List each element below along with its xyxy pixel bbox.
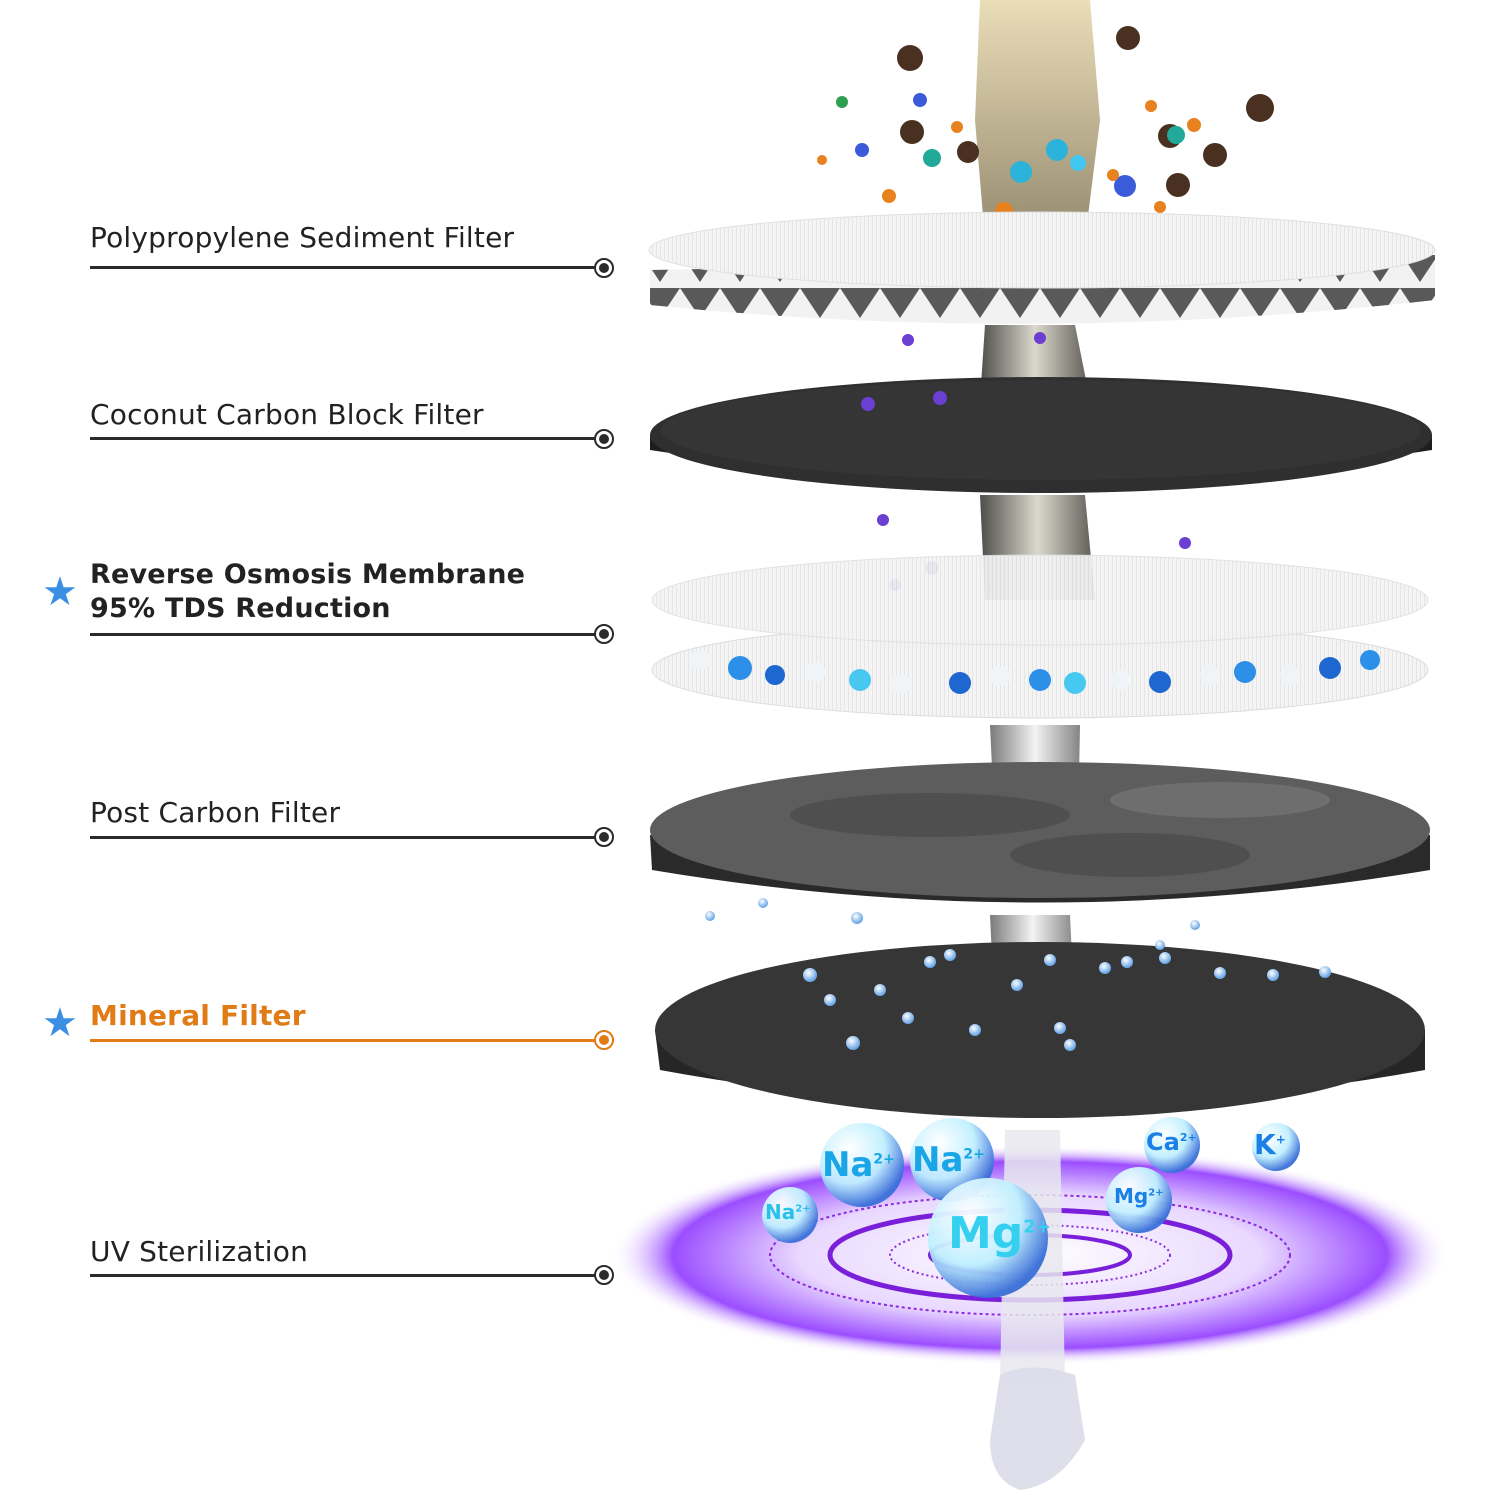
carbon-block-layer <box>650 377 1432 493</box>
mineral-ion-ca: Ca2+ <box>1146 1128 1197 1156</box>
sediment-filter-layer <box>648 211 1436 324</box>
connector-dot-icon <box>594 429 614 449</box>
connector-dot-icon <box>594 258 614 278</box>
stage-label: Polypropylene Sediment Filter <box>90 221 515 254</box>
mineral-bubbles <box>762 1117 1300 1298</box>
water-droplets <box>705 898 1331 1051</box>
stage-label: Mineral Filter <box>90 999 306 1032</box>
post-carbon-layer <box>650 762 1430 903</box>
mineral-ion-mg-large: Mg2+ <box>948 1208 1051 1259</box>
stage-sublabel: 95% TDS Reduction <box>90 593 391 624</box>
connector-dot-icon <box>594 1265 614 1285</box>
stage-label: Coconut Carbon Block Filter <box>90 398 484 431</box>
connector-dot-icon <box>594 624 614 644</box>
mineral-ion-na-1: Na2+ <box>822 1145 895 1185</box>
connector-line <box>90 266 602 269</box>
stage-label: Post Carbon Filter <box>90 796 341 829</box>
connector-line <box>90 1274 602 1277</box>
connector-dot-icon <box>594 827 614 847</box>
star-icon: ★ <box>42 1000 78 1046</box>
mineral-ion-k: K+ <box>1254 1128 1286 1161</box>
mineral-ion-mg-small: Mg2+ <box>1114 1184 1164 1208</box>
mineral-ion-na-2: Na2+ <box>912 1140 985 1180</box>
mineral-filter-layer <box>655 942 1425 1118</box>
connector-line <box>90 836 602 839</box>
stage-label: Reverse Osmosis Membrane <box>90 559 526 590</box>
connector-line <box>90 437 602 440</box>
stage-label: UV Sterilization <box>90 1235 309 1268</box>
ro-membrane-layer <box>651 554 1429 719</box>
connector-line <box>90 1039 602 1042</box>
connector-line <box>90 633 602 636</box>
mineral-ion-na-3: Na2+ <box>765 1200 811 1224</box>
star-icon: ★ <box>42 569 78 615</box>
connector-dot-icon <box>594 1030 614 1050</box>
